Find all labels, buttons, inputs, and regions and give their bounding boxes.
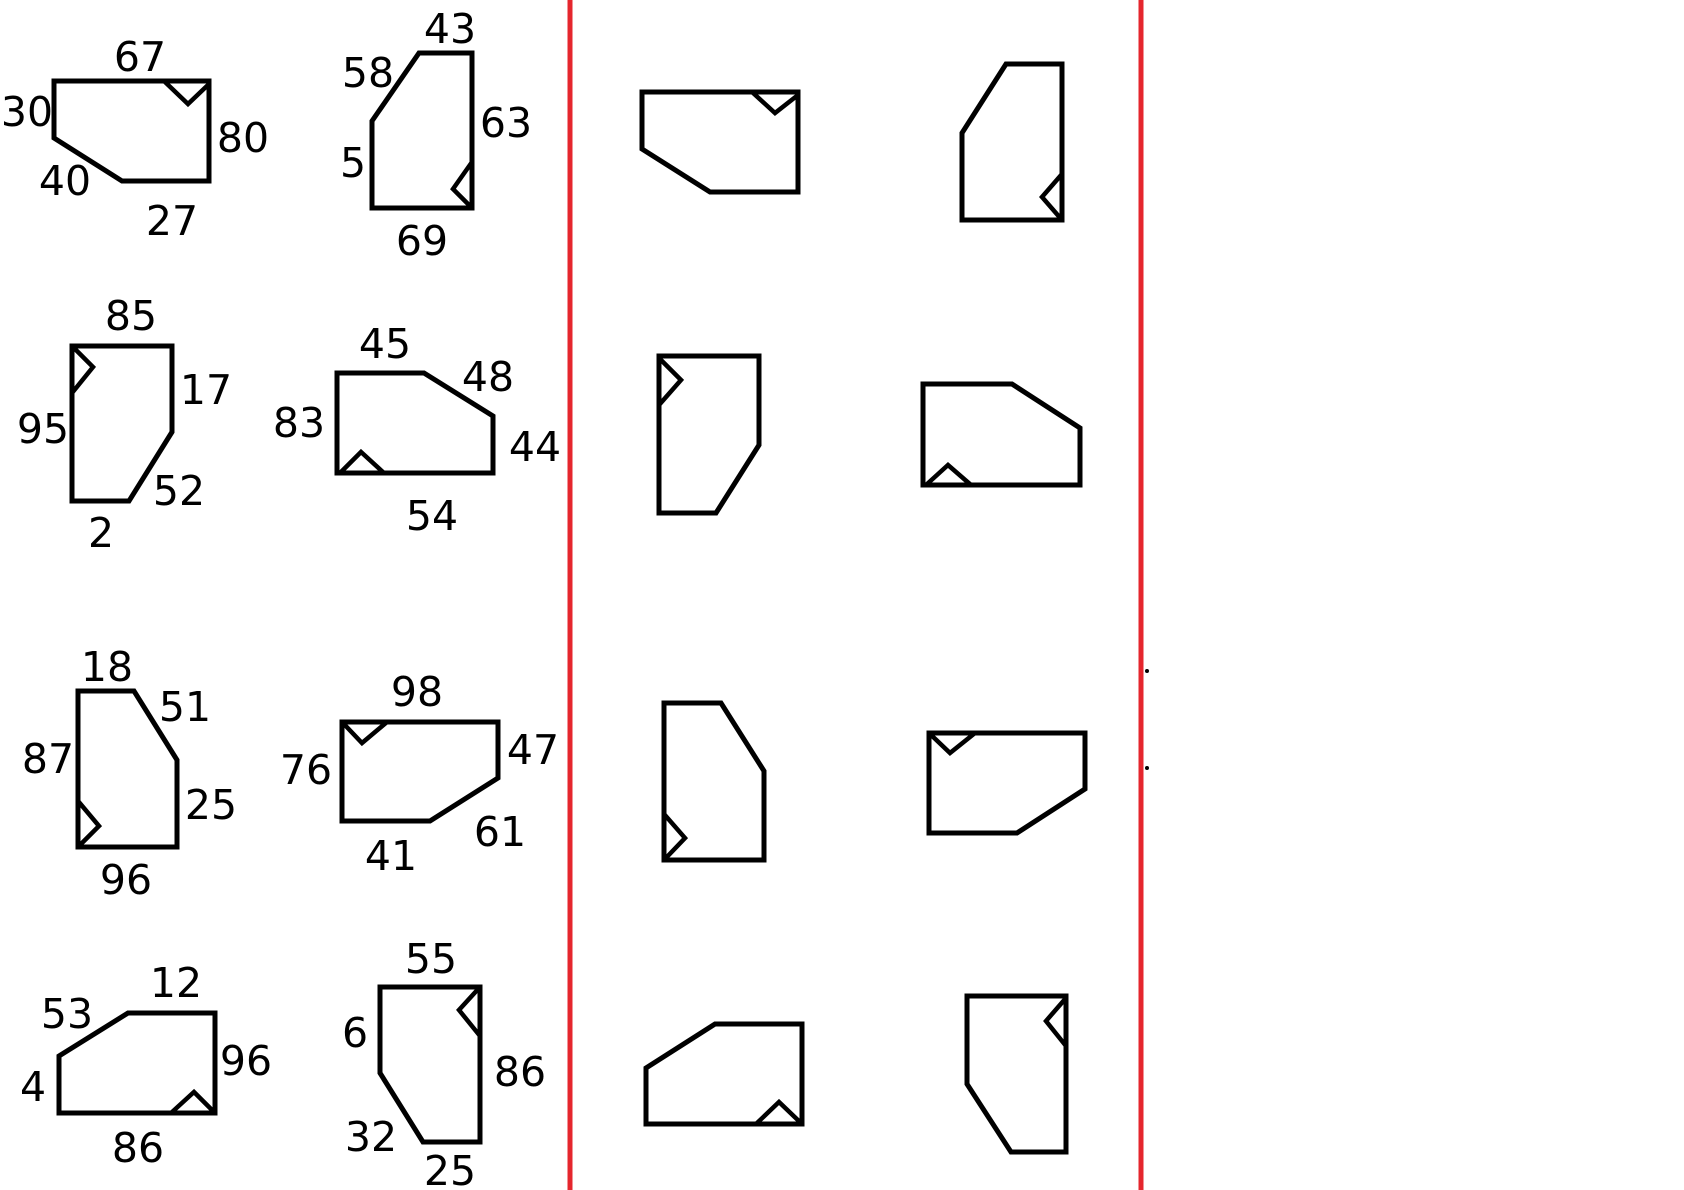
corner-mark xyxy=(662,812,689,862)
corner-mark xyxy=(927,731,977,756)
edge-label: 55 xyxy=(405,935,457,983)
corner-mark xyxy=(70,344,97,395)
shape-outline xyxy=(661,700,767,863)
edge-label: 54 xyxy=(406,492,458,540)
edge-label: 40 xyxy=(39,157,91,205)
shape-answer-6 xyxy=(926,730,1088,836)
edge-label: 86 xyxy=(112,1124,164,1172)
corner-mark xyxy=(1039,172,1064,222)
edge-label: 86 xyxy=(494,1048,546,1096)
shape-outline xyxy=(69,343,175,504)
edge-label: 63 xyxy=(480,99,532,147)
shape-outline xyxy=(964,993,1069,1155)
edge-label: 51 xyxy=(159,683,211,731)
corner-mark xyxy=(338,448,386,475)
edge-label: 41 xyxy=(365,832,417,880)
edge-label: 95 xyxy=(17,405,69,453)
corner-mark xyxy=(76,799,103,849)
edge-label: 12 xyxy=(150,959,202,1007)
edge-label: 5 xyxy=(340,139,366,187)
edge-label: 47 xyxy=(507,726,559,774)
shape-outline xyxy=(926,730,1088,836)
shape-answer-8 xyxy=(964,993,1069,1155)
corner-mark xyxy=(657,356,685,407)
edge-label: 6 xyxy=(342,1009,368,1057)
edge-label: 85 xyxy=(105,292,157,340)
shape-second-right: 45 48 83 44 54 xyxy=(273,320,561,540)
edge-label: 45 xyxy=(359,320,411,368)
shape-second-left: 85 17 95 52 2 xyxy=(17,292,232,557)
edge-label: 18 xyxy=(81,643,133,691)
edge-label: 96 xyxy=(220,1037,272,1085)
edge-label: 87 xyxy=(22,735,74,783)
edge-label: 48 xyxy=(462,353,514,401)
shape-bottom-left: 12 53 96 4 86 xyxy=(20,959,272,1172)
shape-top-left: 67 30 80 40 27 xyxy=(1,33,269,245)
shape-outline xyxy=(920,381,1083,488)
corner-mark xyxy=(924,461,973,487)
corner-mark xyxy=(1043,996,1068,1048)
corner-mark xyxy=(340,720,389,747)
shape-answer-3 xyxy=(656,353,762,516)
shape-answer-5 xyxy=(661,700,767,863)
shape-outline xyxy=(643,1021,805,1127)
shape-answer-4 xyxy=(920,381,1083,488)
stray-dot xyxy=(1145,766,1149,770)
edge-label: 30 xyxy=(1,88,53,136)
edge-label: 4 xyxy=(20,1063,46,1111)
shape-answer-1 xyxy=(639,89,801,195)
edge-label: 80 xyxy=(217,114,269,162)
shape-outline xyxy=(75,688,180,850)
shape-outline xyxy=(369,50,475,211)
edge-label: 83 xyxy=(273,399,325,447)
shape-top-right: 43 58 63 5 69 xyxy=(340,5,532,265)
shape-outline xyxy=(334,370,496,476)
edge-label: 98 xyxy=(391,668,443,716)
edge-label: 2 xyxy=(88,509,114,557)
edge-label: 27 xyxy=(146,197,198,245)
corner-mark xyxy=(162,79,211,108)
shape-outline xyxy=(56,1010,218,1116)
shape-bottom-right: 55 6 86 32 25 xyxy=(342,935,546,1190)
shape-outline xyxy=(639,89,801,195)
edge-label: 76 xyxy=(280,746,332,794)
shape-outline xyxy=(339,719,501,824)
edge-label: 96 xyxy=(100,856,152,904)
corner-mark xyxy=(750,90,800,116)
shape-outline xyxy=(959,61,1065,223)
corner-mark xyxy=(169,1088,217,1115)
shape-third-left: 18 51 87 25 96 xyxy=(22,643,237,904)
edge-label: 44 xyxy=(509,423,561,471)
corner-mark xyxy=(450,160,474,210)
shape-outline xyxy=(656,353,762,516)
edge-label: 58 xyxy=(342,49,394,97)
edge-label: 17 xyxy=(180,366,232,414)
corner-mark xyxy=(456,985,482,1038)
shape-outline xyxy=(377,984,483,1145)
edge-label: 32 xyxy=(345,1113,397,1161)
edge-label: 25 xyxy=(185,781,237,829)
stray-dot xyxy=(1145,669,1149,673)
shape-outline xyxy=(51,78,212,184)
edge-label: 43 xyxy=(424,5,476,53)
corner-mark xyxy=(754,1098,804,1126)
edge-label: 53 xyxy=(41,990,93,1038)
shape-third-right: 98 76 47 61 41 xyxy=(280,668,559,880)
edge-label: 61 xyxy=(474,808,526,856)
edge-label: 25 xyxy=(424,1147,476,1190)
edge-label: 52 xyxy=(153,467,205,515)
edge-label: 67 xyxy=(114,33,166,81)
shape-answer-2 xyxy=(959,61,1065,223)
edge-label: 69 xyxy=(396,217,448,265)
shape-answer-7 xyxy=(643,1021,805,1127)
